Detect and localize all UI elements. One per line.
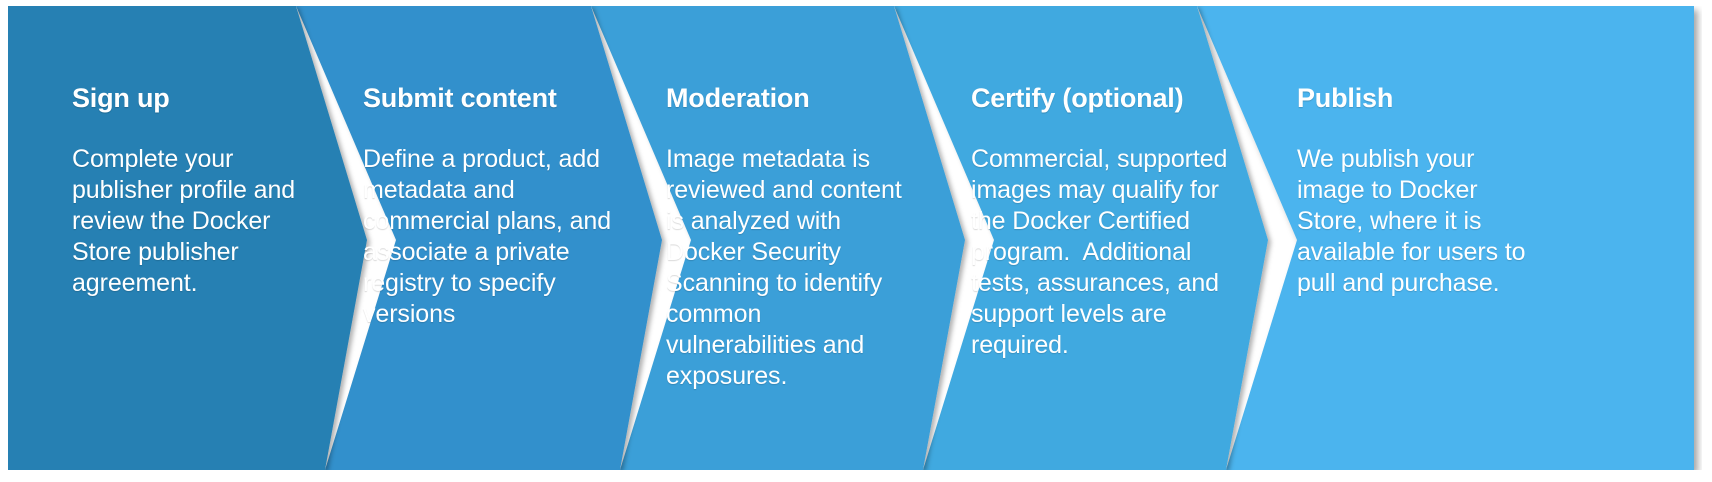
step-title: Sign up xyxy=(72,83,170,113)
process-step-moderation[interactable]: Moderation Image metadata is reviewed an… xyxy=(666,6,916,470)
step-description: Define a product, add metadata and comme… xyxy=(363,145,618,328)
chevron-step-1[interactable] xyxy=(8,6,367,470)
step-description: Image metadata is reviewed and content i… xyxy=(666,145,909,390)
chevron-shapes xyxy=(8,6,1694,470)
step-description: Complete your publisher profile and revi… xyxy=(72,145,302,297)
chevron-step-4[interactable] xyxy=(894,6,1268,470)
step-description: We publish your image to Docker Store, w… xyxy=(1297,145,1533,297)
process-step-submit-content[interactable]: Submit content Define a product, add met… xyxy=(363,6,613,470)
process-step-publish[interactable]: Publish We publish your image to Docker … xyxy=(1297,6,1547,470)
step-title: Submit content xyxy=(363,83,557,113)
process-step-sign-up[interactable]: Sign up Complete your publisher profile … xyxy=(72,6,322,470)
step-title: Moderation xyxy=(666,83,810,113)
chevron-step-2[interactable] xyxy=(296,6,662,470)
step-title: Publish xyxy=(1297,83,1394,113)
process-step-certify[interactable]: Certify (optional) Commercial, supported… xyxy=(971,6,1229,470)
diagram-canvas: Sign up Complete your publisher profile … xyxy=(8,6,1702,470)
chevron-step-3[interactable] xyxy=(591,6,965,470)
step-description: Commercial, supported images may qualify… xyxy=(971,145,1235,359)
chevron-step-5[interactable] xyxy=(1197,6,1694,470)
step-title: Certify (optional) xyxy=(971,83,1184,113)
step-labels-layer: Sign up Complete your publisher profile … xyxy=(8,6,1702,470)
